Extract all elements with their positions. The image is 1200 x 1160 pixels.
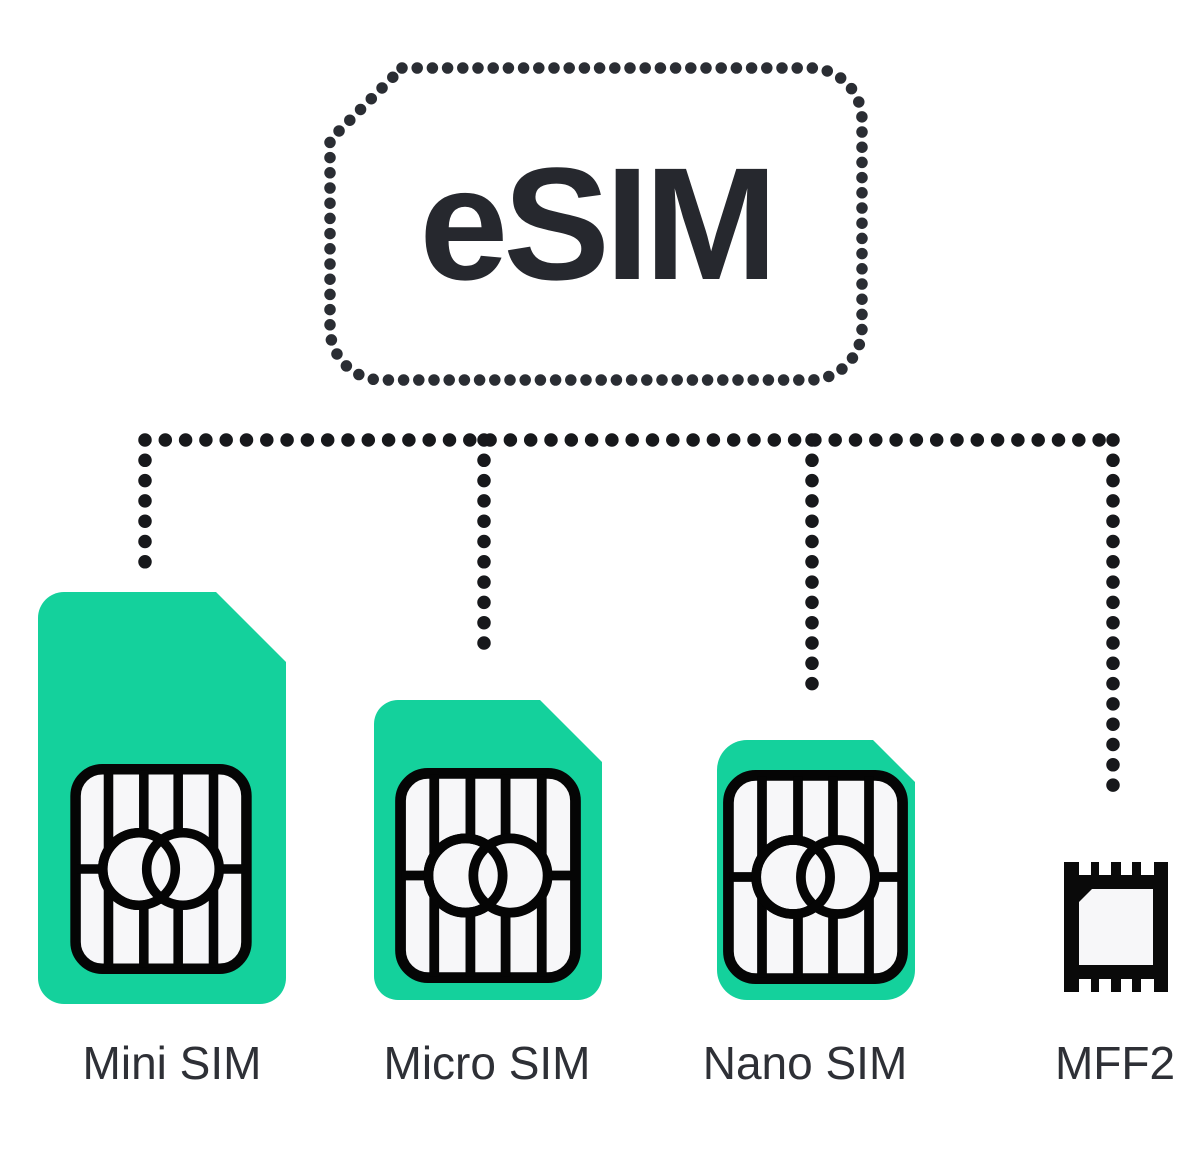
label-nano-sim: Nano SIM [702, 1037, 908, 1089]
esim-dotted-card-outline-icon [324, 62, 868, 386]
micro-sim-card-icon [374, 700, 602, 1000]
sim-contact-chip-icon [401, 773, 576, 977]
connector-dotted-lines [138, 433, 1120, 807]
esim-root-label: eSIM [419, 134, 777, 313]
mini-sim-card-icon [38, 592, 286, 1004]
nano-sim-card-icon [717, 740, 915, 1000]
sim-contact-chip-icon [728, 775, 902, 978]
embedded-mff2-chip-icon [1064, 862, 1168, 992]
label-mini-sim: Mini SIM [82, 1037, 262, 1089]
label-micro-sim: Micro SIM [383, 1037, 591, 1089]
label-mff2: MFF2 [1054, 1037, 1176, 1089]
sim-contact-chip-icon [76, 769, 247, 969]
